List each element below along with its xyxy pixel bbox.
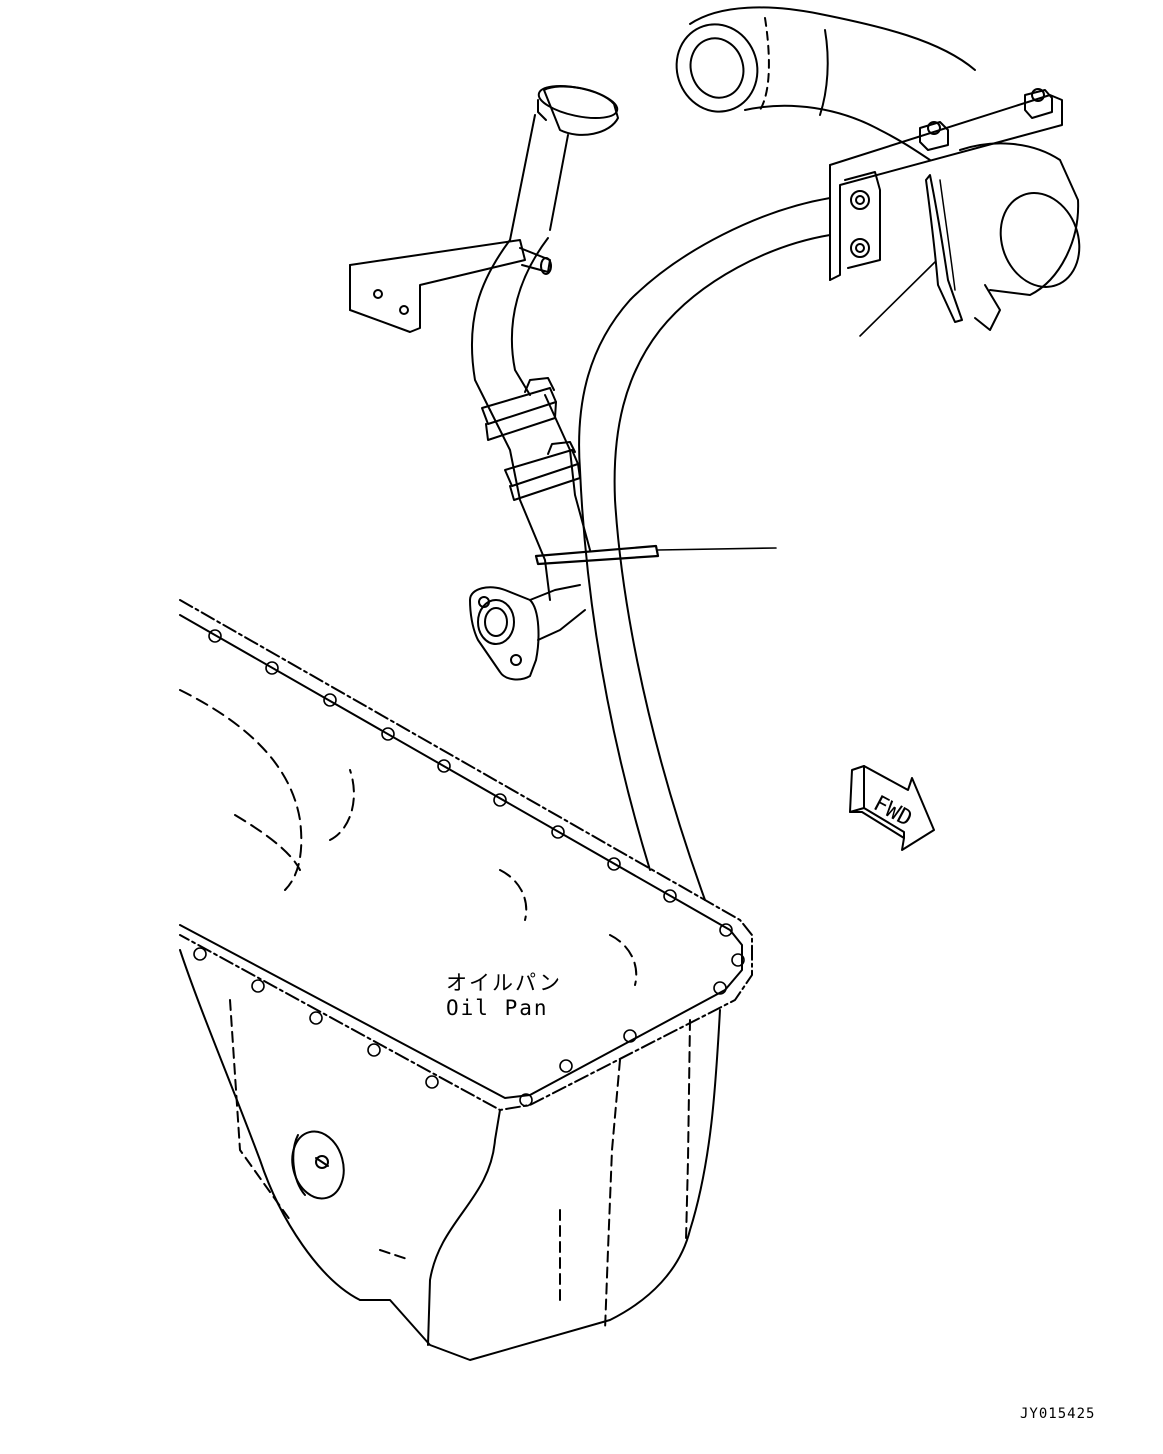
forward-arrow-icon bbox=[849, 765, 935, 851]
hose-clamp-lower bbox=[504, 441, 581, 501]
leader-line-bracket bbox=[859, 261, 936, 337]
breather-tube bbox=[578, 197, 831, 901]
oil-pan bbox=[179, 599, 753, 1361]
oil-pan-label-en: Oil Pan bbox=[446, 996, 549, 1020]
drain-plug bbox=[291, 1130, 345, 1200]
drawing-id: JY015425 bbox=[1020, 1406, 1095, 1422]
filler-tube bbox=[470, 84, 619, 601]
hose-clamp-upper bbox=[481, 377, 557, 441]
tube-flange bbox=[469, 584, 586, 681]
oil-pan-label-jp: オイルパン bbox=[446, 971, 562, 995]
mounting-bracket bbox=[829, 88, 1063, 281]
filler-bracket bbox=[349, 239, 552, 333]
band-marker bbox=[534, 544, 777, 566]
elbow-hose bbox=[675, 6, 976, 161]
cylinder-housing bbox=[925, 142, 1081, 331]
